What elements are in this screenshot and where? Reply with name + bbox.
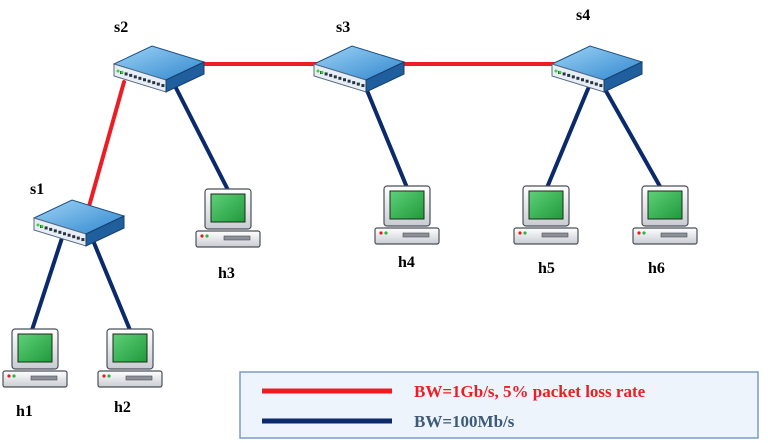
host-label-h6: h6 [648, 260, 665, 277]
host-h4 [374, 185, 440, 245]
legend-fast-label: BW=1Gb/s, 5% packet loss rate [414, 382, 646, 401]
switch-s4 [550, 45, 644, 93]
host-label-h5: h5 [538, 260, 555, 277]
host-h6 [632, 185, 698, 245]
nodes-layer: s1 s2 s3 s4 h1 h2 h3 h4 h5 h6 [2, 7, 698, 420]
link-s2-h3 [174, 86, 230, 192]
link-s3-h4 [364, 86, 410, 192]
host-h1 [2, 328, 68, 388]
host-label-h1: h1 [16, 403, 33, 420]
switch-label-s2: s2 [114, 19, 128, 36]
host-h2 [97, 328, 163, 388]
link-s1-s2 [86, 80, 126, 212]
link-s1-h1 [30, 236, 64, 332]
host-h3 [195, 188, 261, 248]
switch-s3 [312, 45, 406, 93]
legend-slow-label: BW=100Mb/s [414, 412, 515, 431]
links-layer [30, 62, 664, 332]
link-s1-h2 [90, 236, 132, 332]
switch-label-s3: s3 [336, 19, 350, 36]
link-s4-h5 [544, 82, 592, 192]
host-label-h2: h2 [114, 399, 131, 416]
legend-box [239, 371, 759, 439]
switch-s2 [112, 45, 206, 93]
switch-label-s4: s4 [576, 7, 590, 24]
switch-s1 [32, 199, 126, 247]
host-label-h4: h4 [398, 254, 415, 271]
host-label-h3: h3 [218, 265, 235, 282]
link-s4-h6 [600, 82, 664, 192]
host-h5 [513, 185, 579, 245]
legend: BW=1Gb/s, 5% packet loss rate BW=100Mb/s [239, 371, 759, 439]
switch-label-s1: s1 [30, 181, 44, 198]
